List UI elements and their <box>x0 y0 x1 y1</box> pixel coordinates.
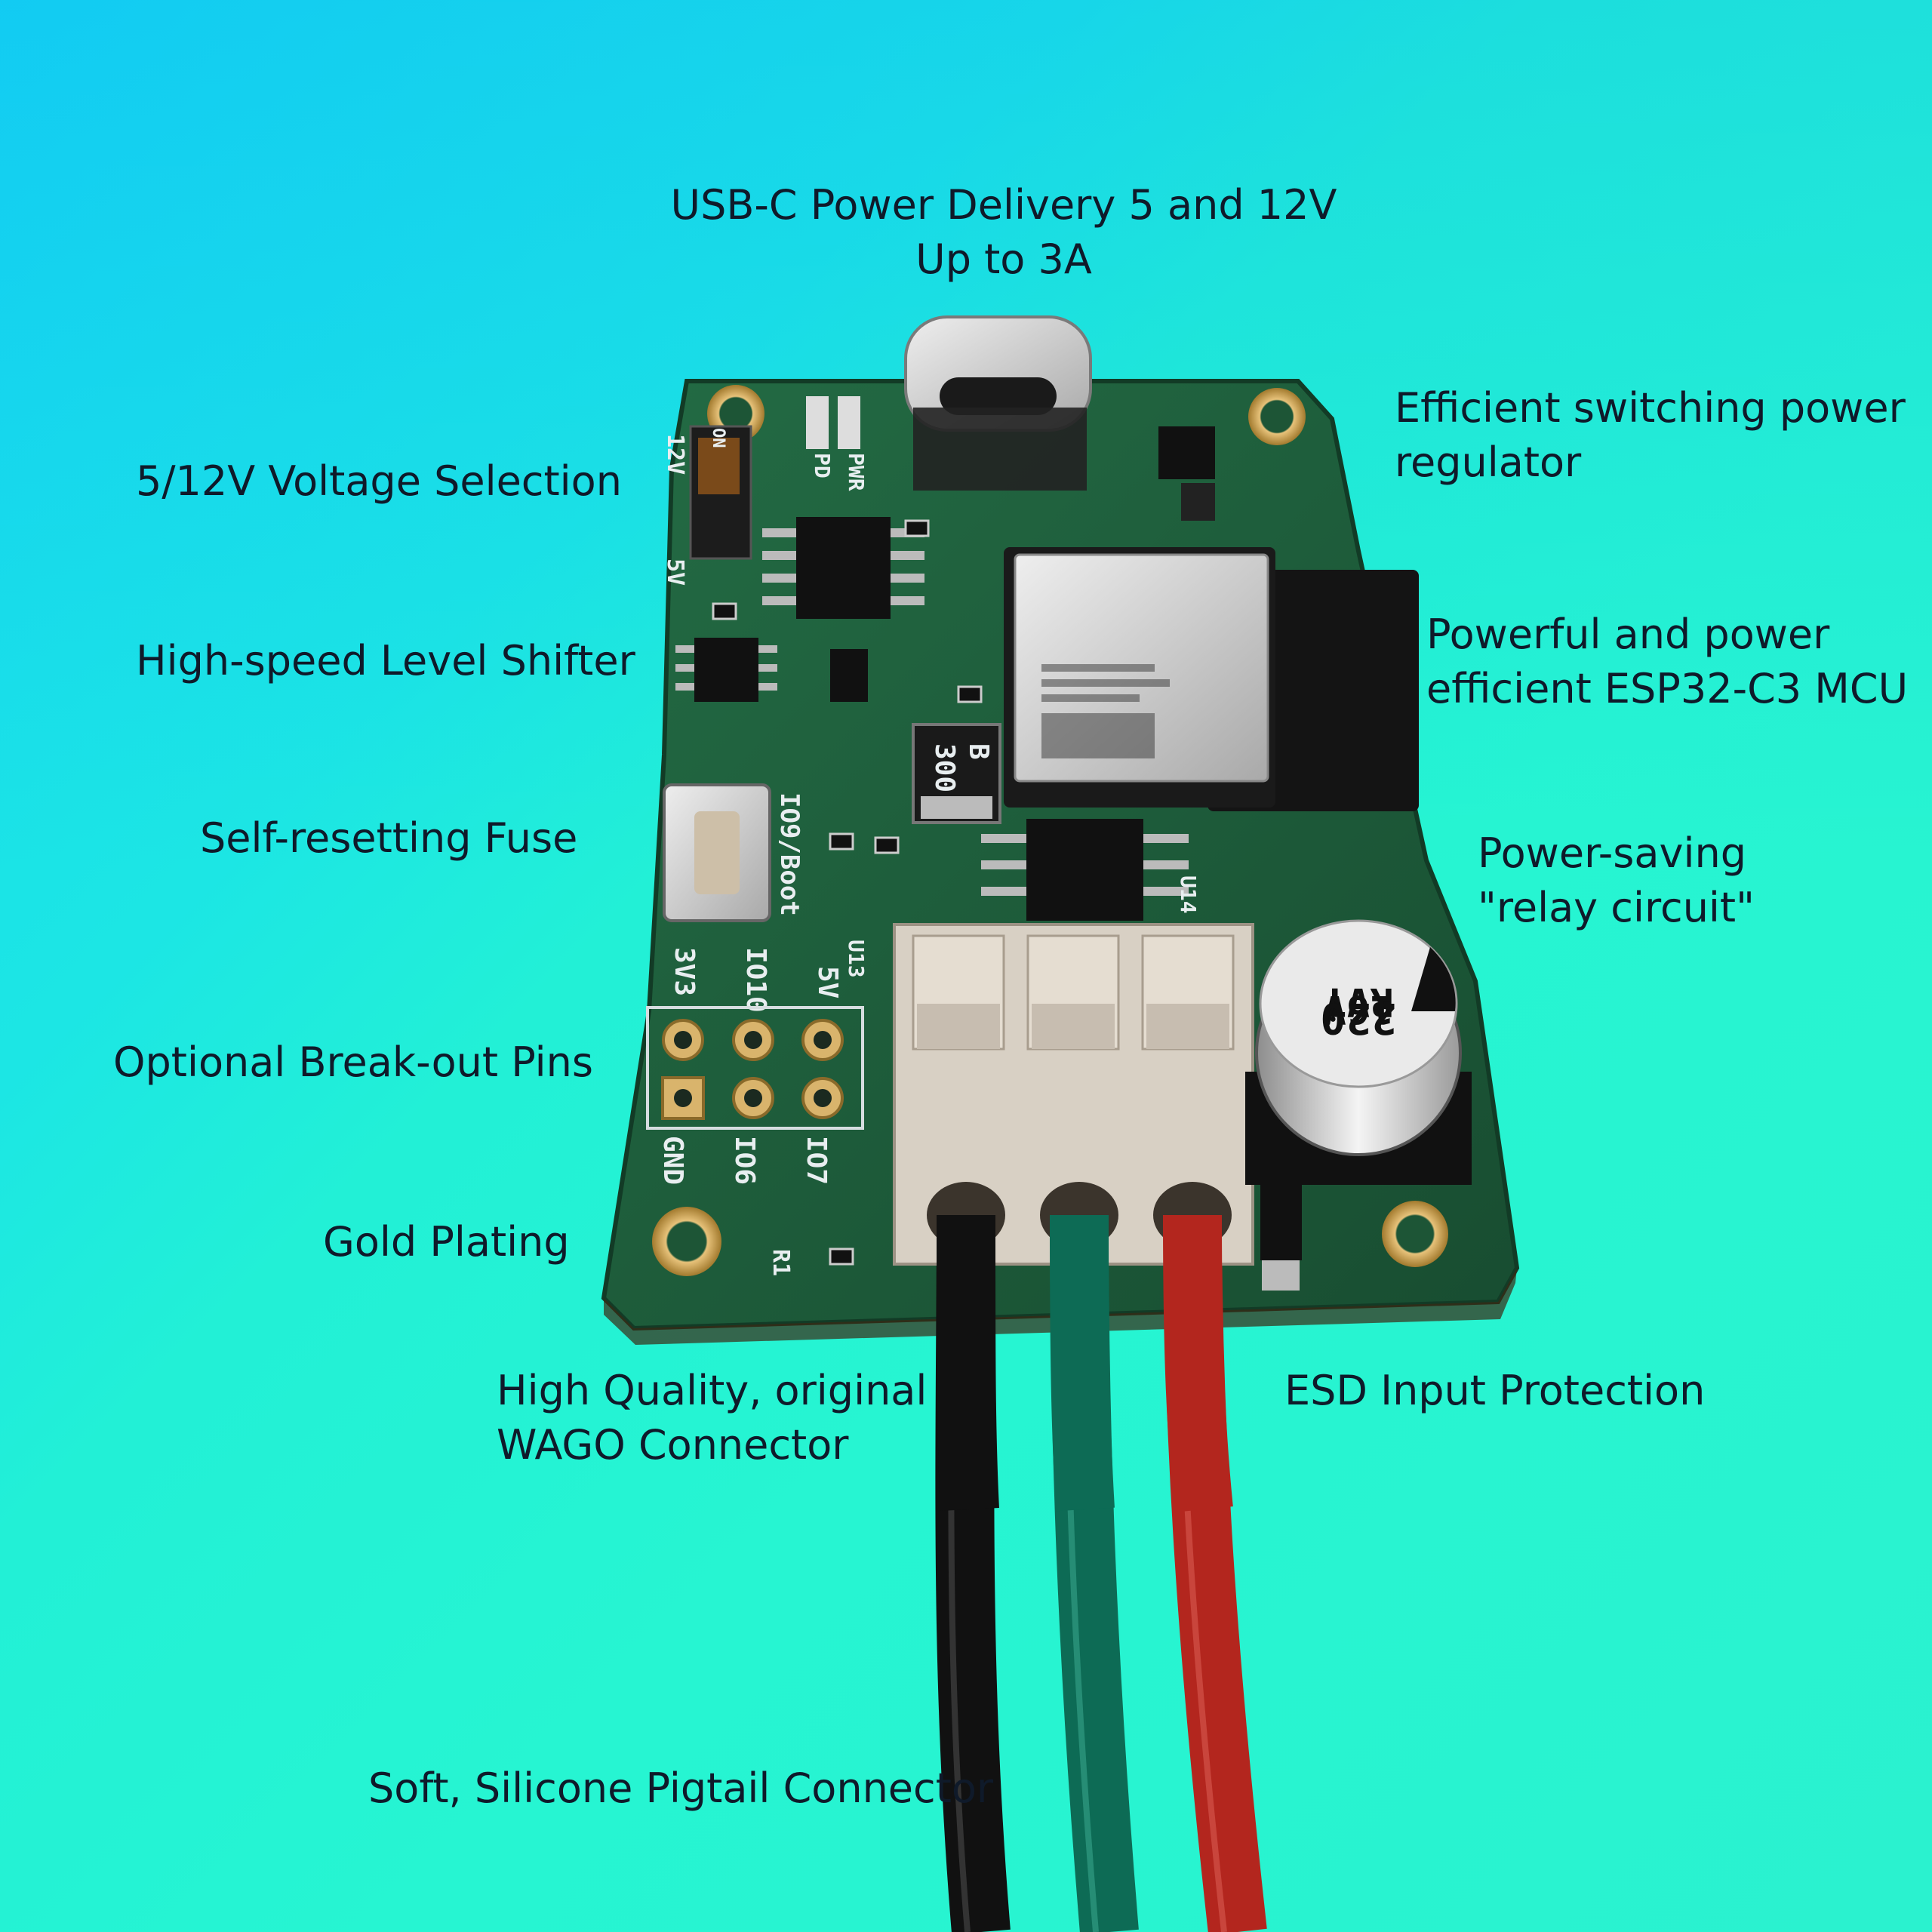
wago-label-line1: High Quality, original <box>497 1367 928 1414</box>
fuse-marking-top: B <box>963 743 994 760</box>
esp32-c3-module <box>1004 547 1419 811</box>
gold-plating-label: Gold Plating <box>323 1218 570 1266</box>
pin-io7-label: IO7 <box>801 1136 832 1185</box>
cap-value: 220 <box>1320 993 1396 1042</box>
boot-button <box>663 783 771 922</box>
usb-c-connector <box>904 315 1092 491</box>
regulator-label-line2: regulator <box>1395 438 1582 486</box>
resettable-fuse: B 300 <box>912 723 1001 824</box>
usb-c-label-line2: Up to 3A <box>915 235 1092 283</box>
wago-label-line2: WAGO Connector <box>497 1421 849 1469</box>
cap-voltage: 16V <box>1323 986 1394 1032</box>
led <box>838 396 860 449</box>
wago-connector <box>893 923 1254 1266</box>
mounting-hole <box>652 1207 721 1276</box>
pd-label: PD <box>810 453 835 478</box>
level-shifter-label: High-speed Level Shifter <box>136 637 635 685</box>
cap-series: RVT <box>1323 979 1394 1024</box>
pin-3v3-label: 3V3 <box>669 947 700 996</box>
level-shifter-chip <box>675 638 777 702</box>
mcu-label-line2: efficient ESP32-C3 MCU <box>1426 665 1909 712</box>
relay-chip <box>981 819 1189 921</box>
regulator-chip <box>1158 426 1215 521</box>
smd-resistors <box>712 519 983 1266</box>
mounting-hole <box>1248 388 1306 445</box>
pin-io6-label: IO6 <box>729 1136 760 1185</box>
led <box>806 396 829 449</box>
esd-label: ESD Input Protection <box>1284 1367 1706 1414</box>
relay-label-line2: "relay circuit" <box>1478 884 1755 931</box>
usb-c-label-line1: USB-C Power Delivery 5 and 12V <box>670 181 1337 229</box>
switch-on-label: ON <box>709 428 728 448</box>
pin-gnd-label: GND <box>657 1136 688 1185</box>
fuse-marking-bottom: 300 <box>929 743 960 792</box>
mounting-hole <box>1382 1201 1448 1267</box>
boot-label: IO9/Boot <box>774 792 804 916</box>
pigtail-label: Soft, Silicone Pigtail Connector <box>368 1764 994 1812</box>
pin-io10-label: IO10 <box>740 947 771 1013</box>
transistor <box>830 649 868 702</box>
switch-5v-label: 5V <box>662 558 688 586</box>
mcu-label-line1: Powerful and power <box>1426 611 1830 658</box>
u14-label: U14 <box>1176 875 1201 914</box>
regulator-label-line1: Efficient switching power <box>1395 384 1906 432</box>
voltage-selection-label: 5/12V Voltage Selection <box>136 457 622 505</box>
pd-controller-chip <box>762 517 924 619</box>
switch-12v-label: 12V <box>662 434 688 475</box>
breakout-pins <box>646 1006 864 1130</box>
pwr-label: PWR <box>844 453 869 491</box>
breakout-pins-label: Optional Break-out Pins <box>113 1038 593 1086</box>
pin-5v-label: 5V <box>812 966 843 998</box>
relay-label-line1: Power-saving <box>1478 829 1746 877</box>
u13-label: U13 <box>844 940 869 978</box>
capacitor: RVT 16V 220 <box>1245 919 1472 1185</box>
voltage-switch: ON <box>689 425 752 560</box>
esd-diode <box>1260 1181 1302 1291</box>
fuse-label: Self-resetting Fuse <box>200 814 578 862</box>
r1-label: R1 <box>768 1249 794 1276</box>
